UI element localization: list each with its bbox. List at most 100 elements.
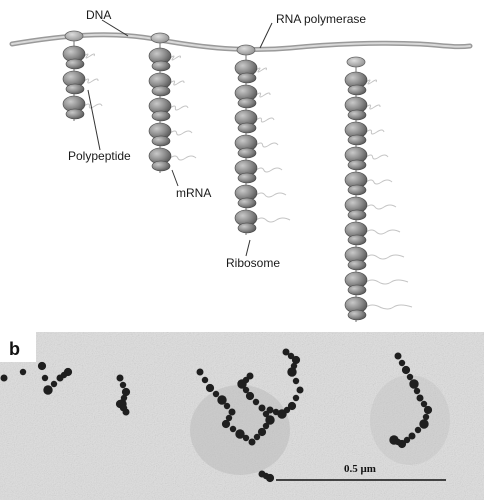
- polysome-ribosome-dot: [290, 362, 298, 370]
- polypeptide-chain: [83, 78, 99, 84]
- polypeptide-chain: [365, 179, 393, 185]
- polysome-ribosome-dot: [423, 405, 433, 415]
- polypeptide-chain: [255, 92, 271, 98]
- dna-leader-line: [101, 19, 129, 37]
- rna-polymerase: [236, 44, 256, 56]
- rna-polymerase: [64, 30, 84, 42]
- polysome-ribosome-dot: [409, 379, 419, 389]
- polysome-ribosome-dot: [262, 472, 270, 480]
- polypeptide-chain: [169, 155, 197, 161]
- ribosome-small-subunit: [347, 284, 367, 296]
- polysome-ribosome-dot: [252, 398, 260, 406]
- polysome-ribosome-dot: [119, 381, 127, 389]
- ribosome-small-subunit: [151, 135, 171, 147]
- polysome-ribosome-dot: [119, 404, 127, 412]
- polypeptide-chain: [169, 80, 185, 86]
- polysome-ribosome-dot: [50, 380, 58, 388]
- ribosome-small-subunit: [237, 97, 257, 109]
- polypeptide-chain: [255, 142, 279, 148]
- ribosome-small-subunit: [347, 134, 367, 146]
- ribosome-small-subunit: [347, 234, 367, 246]
- dna-label: DNA: [86, 8, 111, 22]
- polysome-ribosome-dot: [408, 432, 416, 440]
- scale-bar-label: 0.5 μm: [344, 463, 376, 475]
- polysome-ribosome-dot: [60, 371, 68, 379]
- polysome-ribosome-dot: [394, 438, 402, 446]
- polypeptide-leader-line: [87, 89, 101, 151]
- polysome-ribosome-dot: [414, 426, 422, 434]
- polypeptide-chain: [365, 79, 377, 85]
- polysome-ribosome-dot: [413, 387, 421, 395]
- panel-b-micrograph: b 0.5 μm: [0, 332, 484, 500]
- ribosome-small-subunit: [151, 85, 171, 97]
- ribosome-small-subunit: [347, 309, 367, 321]
- ribosome-small-subunit: [347, 259, 367, 271]
- polysome-ribosome-dot: [291, 355, 301, 365]
- polysome-ribosome-dot: [116, 374, 124, 382]
- ribosome-small-subunit: [347, 184, 367, 196]
- polysome-ribosome-dot: [292, 377, 300, 385]
- polypeptide-chain: [255, 117, 275, 123]
- polypeptide-chain: [169, 130, 193, 136]
- polysome-ribosome-dot: [120, 394, 128, 402]
- polysome-ribosome-dot: [221, 419, 231, 429]
- polysome-ribosome-dot: [245, 391, 255, 401]
- polysome-ribosome-dot: [265, 415, 275, 425]
- polysome-ribosome-dot: [394, 352, 402, 360]
- polysome-chains: [0, 348, 433, 483]
- polysome-ribosome-dot: [242, 376, 250, 384]
- polysome-ribosome-dot: [419, 419, 429, 429]
- ribosome-small-subunit: [347, 209, 367, 221]
- ribosome-small-subunit: [237, 122, 257, 134]
- polysome-ribosome-dot: [242, 386, 250, 394]
- polysome-ribosome-dot: [37, 361, 47, 371]
- polysome-ribosome-dot: [287, 401, 297, 411]
- transcripts-group: [62, 30, 413, 322]
- polysome-ribosome-dot: [121, 387, 131, 397]
- polysome-ribosome-dot: [196, 368, 204, 376]
- polypeptide-chain: [83, 53, 95, 59]
- polysome-ribosome-dot: [422, 413, 430, 421]
- polysome-ribosome-dot: [223, 402, 231, 410]
- polysome-ribosome-dot: [217, 395, 227, 405]
- rna-polymerase: [150, 32, 170, 44]
- ribosome-small-subunit: [347, 159, 367, 171]
- polysome-ribosome-dot: [229, 425, 237, 433]
- mrna-label: mRNA: [176, 186, 211, 200]
- polysome-ribosome-dot: [253, 433, 261, 441]
- polypeptide-chain: [365, 279, 409, 285]
- polysome-ribosome-dot: [287, 367, 297, 377]
- polysome-ribosome-dot: [225, 414, 233, 422]
- polysome-ribosome-dot: [205, 383, 215, 393]
- ribosome-small-subunit: [237, 72, 257, 84]
- polypeptide-chain: [365, 304, 413, 310]
- polysome-ribosome-dot: [41, 374, 49, 382]
- ribosome-small-subunit: [65, 108, 85, 120]
- polypeptide-chain: [365, 129, 385, 135]
- micrograph-grain: [0, 332, 484, 500]
- polysome-ribosome-dot: [248, 438, 256, 446]
- ribosome-small-subunit: [65, 83, 85, 95]
- ribosome-small-subunit: [151, 110, 171, 122]
- polysome-ribosome-dot: [201, 376, 209, 384]
- polysome-ribosome-dot: [401, 365, 411, 375]
- polypeptide-chain: [365, 154, 389, 160]
- rna-polymerase-leader-line: [259, 22, 273, 49]
- panel-letter-box: [0, 332, 36, 362]
- polysome-ribosome-dot: [43, 385, 53, 395]
- polysome-ribosome-dot: [287, 352, 295, 360]
- polypeptide-chain: [365, 229, 401, 235]
- panel-a-diagram: DNA RNA polymerase Polypeptide mRNA Ribo…: [9, 8, 473, 322]
- polypeptide-chain: [365, 204, 397, 210]
- rna-polymerase: [346, 56, 366, 68]
- polysome-ribosome-dot: [420, 400, 428, 408]
- polypeptide-chain: [365, 104, 381, 110]
- ribosome-label: Ribosome: [226, 256, 280, 270]
- polypeptide-label: Polypeptide: [68, 149, 131, 163]
- ribosome-small-subunit: [237, 222, 257, 234]
- polysome-ribosome-dot: [403, 436, 411, 444]
- polysome-ribosome-dot: [262, 422, 270, 430]
- polysome-ribosome-dot: [266, 406, 274, 414]
- panel-b-letter: b: [9, 339, 20, 359]
